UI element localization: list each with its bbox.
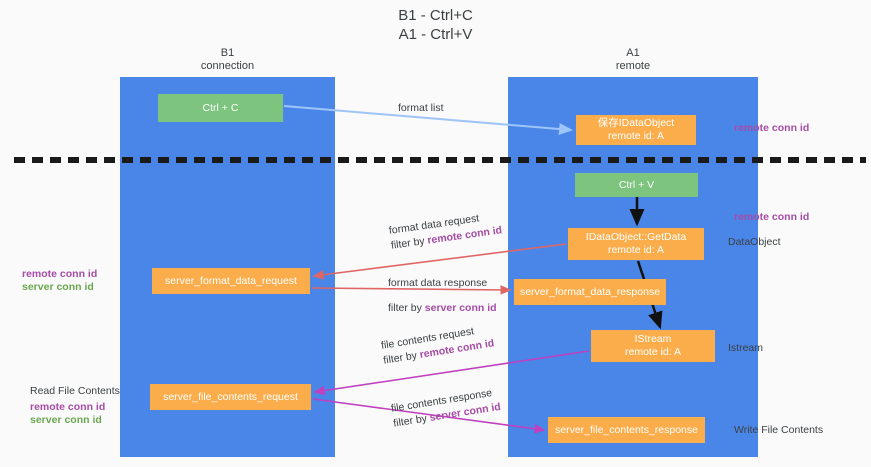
node-idataobject-getdata[interactable]: IDataObject::GetData remote id: A [568, 228, 704, 260]
note-group-read-file-contents: Read File Contents remote conn id server… [30, 385, 120, 427]
edge-label-format-data-response-filter: filter by server conn id [388, 302, 497, 314]
arrow-format-data-request [312, 243, 567, 280]
note-group-format-ids: remote conn id server conn id [22, 268, 97, 294]
node-save-idataobject[interactable]: 保存IDataObject remote id: A [576, 115, 696, 145]
lane-header-b1: B1 connection [200, 47, 255, 72]
note-server-conn-id-left-2: server conn id [30, 414, 102, 426]
edge-label-format-data-response: format data response [388, 277, 488, 289]
arrow-file-contents-response [312, 398, 546, 434]
node-server-file-contents-request[interactable]: server_file_contents_request [150, 384, 311, 410]
node-ctrl-c[interactable]: Ctrl + C [158, 94, 283, 122]
node-server-format-data-request[interactable]: server_format_data_request [152, 268, 310, 294]
note-remote-conn-id-left-1: remote conn id [22, 268, 98, 280]
arrow-file-contents-request [313, 350, 590, 396]
note-remote-conn-id-mid: remote conn id [734, 211, 810, 223]
lane-header-a1: A1 remote [615, 47, 651, 72]
note-server-conn-id-left-1: server conn id [22, 281, 94, 293]
node-istream[interactable]: IStream remote id: A [591, 330, 715, 362]
note-read-file-contents: Read File Contents [30, 385, 120, 397]
filter-key-server-conn-id: server conn id [424, 302, 497, 314]
edge-label-format-list: format list [398, 102, 444, 114]
arrow-format-data-response [311, 285, 512, 295]
arrow-format-list [283, 105, 573, 135]
note-remote-conn-id-top: remote conn id [734, 122, 810, 134]
note-istream: Istream [728, 342, 764, 354]
node-ctrl-v[interactable]: Ctrl + V [575, 173, 698, 197]
note-dataobject: DataObject [728, 236, 781, 248]
note-write-file-contents: Write File Contents [734, 424, 824, 436]
note-remote-conn-id-left-2: remote conn id [30, 401, 106, 413]
edge-label-format-data-response-group: format data response filter by server co… [388, 275, 497, 317]
page-title: B1 - Ctrl+C A1 - Ctrl+V [398, 7, 473, 43]
node-server-format-data-response[interactable]: server_format_data_response [514, 279, 666, 305]
node-server-file-contents-response[interactable]: server_file_contents_response [548, 417, 705, 443]
